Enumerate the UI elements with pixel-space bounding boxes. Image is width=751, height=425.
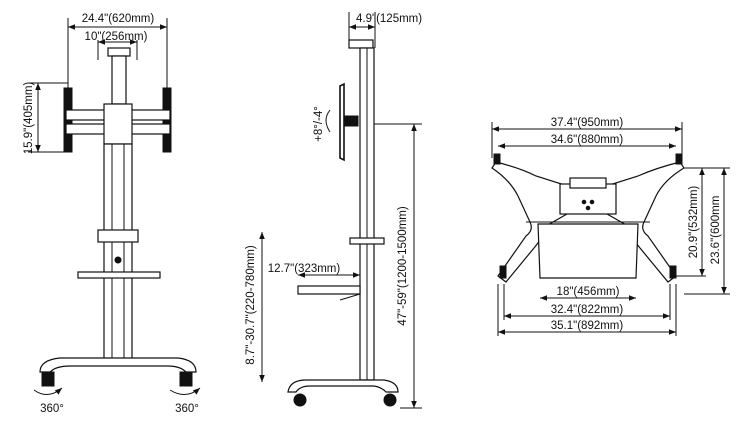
- side-tilt-label: +8°/-4°: [313, 106, 325, 142]
- base-caster-top-right: [675, 153, 683, 165]
- front-shelf: [77, 271, 161, 279]
- side-tilt-plate: [339, 82, 345, 162]
- side-total-height-label: 47"-59"(1200-1500mm): [397, 206, 409, 326]
- base-view: 37.4"(950mm) 34.6"(880mm) 18"(456mm) 32.…: [491, 117, 730, 336]
- side-base: [287, 379, 399, 393]
- base-caster-bottom-left: [499, 265, 507, 279]
- side-caster-front: [293, 393, 307, 407]
- base-outer-width-label: 37.4"(950mm): [551, 117, 624, 129]
- front-caster-right: [179, 371, 193, 387]
- base-bracket-handle: [569, 177, 607, 189]
- base-shelf-width-label: 18"(456mm): [557, 286, 620, 298]
- side-view: 4.9"(125mm) +8°/-4° 12.7"(323mm) 8.7"-30…: [245, 12, 422, 409]
- base-caster-bottom-right: [669, 265, 677, 279]
- front-column-knob: [114, 256, 122, 264]
- side-shelf: [297, 285, 361, 295]
- front-rotation-arrow-left: [33, 387, 63, 395]
- side-top-cap: [348, 39, 374, 49]
- base-depth-outer-label: 23.6"(600mm: [710, 196, 722, 265]
- front-column: [103, 143, 133, 363]
- base-shelf: [537, 223, 639, 279]
- side-tilt-arc: [325, 109, 331, 133]
- front-view: 24.4"(620mm) 10"(256mm) 15.9"(405mm): [23, 13, 201, 415]
- side-shelf-depth-label: 12.7"(323mm): [268, 263, 341, 275]
- side-column-clamp: [349, 237, 385, 245]
- base-caster-top-left: [493, 153, 501, 165]
- side-top-depth-label: 4.9"(125mm): [356, 13, 422, 25]
- front-rotation-arrow-right: [169, 387, 201, 395]
- front-caster-rotation-left-label: 360°: [40, 403, 64, 415]
- front-column-clamp: [97, 229, 139, 243]
- base-inner-width-label: 34.6"(880mm): [551, 134, 624, 146]
- front-vesa-width-label: 10"(256mm): [85, 31, 148, 43]
- base-caster-span-label: 32.4"(822mm): [551, 304, 624, 316]
- front-top-cap: [107, 47, 131, 57]
- base-depth-inner-label: 20.9"(532mm): [688, 186, 700, 259]
- front-base: [39, 357, 197, 373]
- front-overall-width-label: 24.4"(620mm): [82, 13, 155, 25]
- front-caster-left: [41, 371, 55, 387]
- front-bracket-plate: [103, 103, 133, 145]
- side-shelf-height-label: 8.7"-30.7"(220-780mm): [245, 245, 257, 365]
- front-bracket-height-label: 15.9"(405mm): [23, 82, 35, 155]
- side-tilt-hinge: [343, 115, 359, 127]
- base-frame: [491, 161, 685, 283]
- front-top-post: [111, 55, 127, 105]
- base-width-label: 35.1"(892mm): [551, 320, 624, 332]
- side-caster-rear: [383, 393, 397, 407]
- front-caster-rotation-right-label: 360°: [175, 403, 199, 415]
